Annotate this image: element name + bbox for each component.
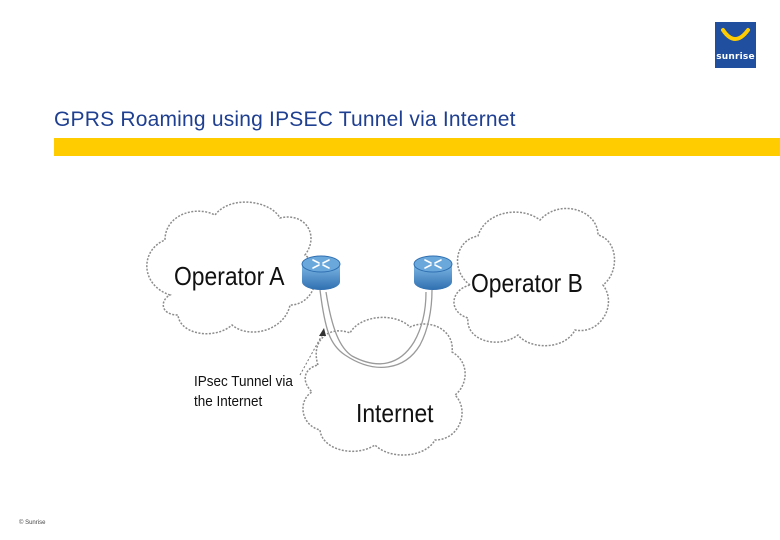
title-accent-bar [54,138,780,156]
router-a-icon [301,255,341,290]
operator-a-label: Operator A [174,263,285,292]
operator-b-cloud [453,207,616,347]
slide-title: GPRS Roaming using IPSEC Tunnel via Inte… [54,108,516,131]
ipsec-tunnel-line-outer [319,289,433,368]
sun-arc-icon [721,28,750,41]
sunrise-logo: sunrise [715,22,756,68]
operator-a-cloud [146,201,317,335]
copyright-footer: © Sunrise [19,520,46,526]
operator-b-label: Operator B [471,270,583,299]
internet-label: Internet [356,400,434,429]
internet-cloud [302,316,466,456]
router-b-icon [413,255,453,290]
tunnel-label-line-2: the Internet [194,393,262,410]
tunnel-annotation-arrowhead [319,328,326,336]
logo-wordmark: sunrise [716,52,755,62]
ipsec-tunnel-line-inner [325,291,427,365]
tunnel-label-line-1: IPsec Tunnel via [194,373,293,390]
